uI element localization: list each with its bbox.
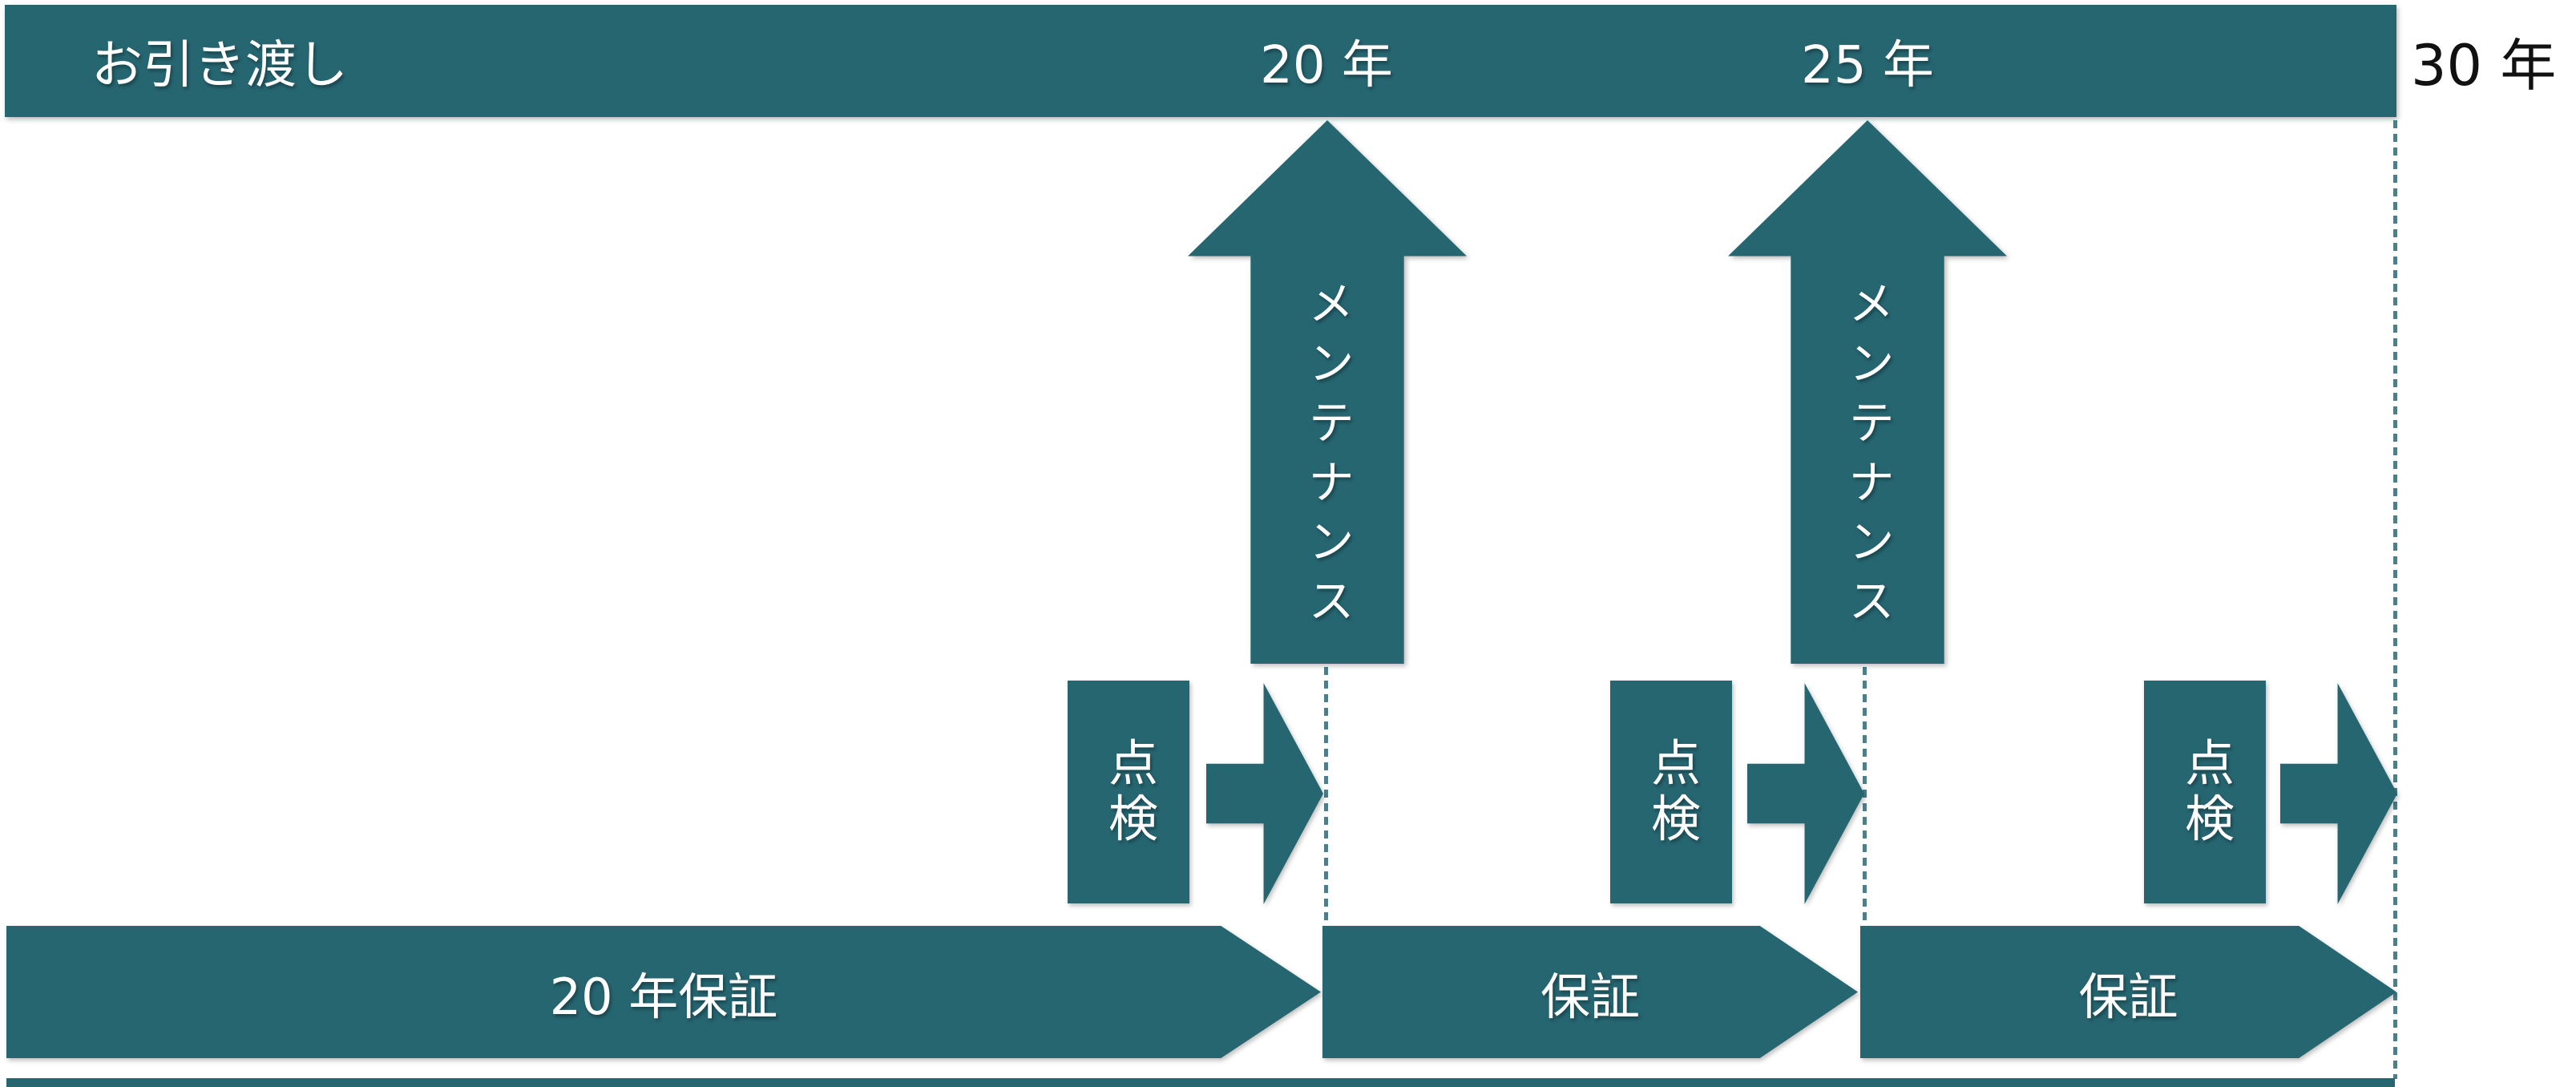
warranty-label: 保証	[1860, 926, 2396, 1058]
warranty-arrow-2: 保証	[1322, 926, 1858, 1058]
handover-label: お引き渡し	[91, 36, 348, 95]
timeline-header-bar: お引き渡し 20 年 25 年	[5, 5, 2396, 117]
inspection-right-arrow-3	[2280, 683, 2397, 904]
inspection-box-2: 点検	[1610, 681, 1732, 903]
inspection-box-3: 点検	[2144, 681, 2266, 903]
right-arrow-icon	[1206, 683, 1323, 904]
maintenance-arrow-20y: メンテナンス	[1188, 120, 1467, 664]
milestone-30-years: 30 年	[2411, 32, 2557, 99]
timeline-baseline-bar	[6, 1078, 2395, 1087]
maintenance-label: メンテナンス	[1300, 279, 1355, 636]
right-arrow-icon	[2280, 683, 2397, 904]
milestone-25-years: 25 年	[1801, 36, 1934, 95]
warranty-arrow-20y: 20 年保証	[6, 926, 1321, 1058]
inspection-right-arrow-1	[1206, 683, 1323, 904]
inspection-box-1: 点検	[1068, 681, 1189, 903]
warranty-label: 20 年保証	[6, 926, 1321, 1058]
dashed-line-30y	[2393, 120, 2397, 1079]
warranty-arrow-3: 保証	[1860, 926, 2396, 1058]
dashed-line-20y	[1324, 667, 1328, 925]
warranty-label: 保証	[1322, 926, 1858, 1058]
milestone-20-years: 20 年	[1260, 36, 1393, 95]
dashed-line-25y	[1863, 667, 1867, 925]
right-arrow-icon	[1747, 683, 1864, 904]
maintenance-arrow-25y: メンテナンス	[1728, 120, 2007, 664]
inspection-right-arrow-2	[1747, 683, 1864, 904]
maintenance-label: メンテナンス	[1840, 279, 1895, 636]
